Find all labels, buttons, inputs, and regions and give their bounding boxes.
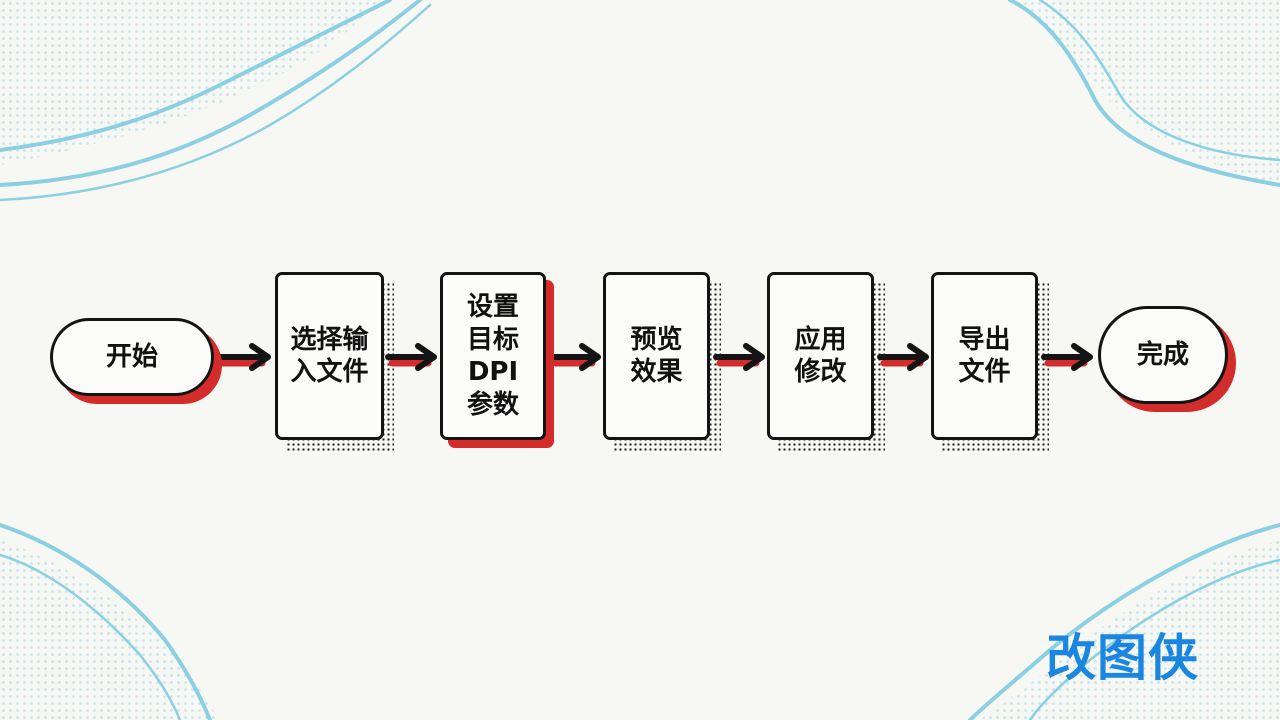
flow-node-select-input: 选择输 入文件	[275, 272, 384, 440]
flow-node-label: 导出 文件	[958, 324, 1010, 389]
flow-node-export: 导出 文件	[931, 272, 1038, 440]
flow-node-label: 设置 目标 DPI 参数	[467, 291, 519, 421]
flow-node-start: 开始	[50, 318, 214, 396]
flow-node-done: 完成	[1098, 306, 1228, 404]
flow-node-label: 完成	[1137, 339, 1189, 372]
brand-logo-text: 改图侠	[1046, 618, 1199, 690]
flow-node-set-dpi: 设置 目标 DPI 参数	[440, 272, 546, 440]
flow-node-label: 开始	[106, 341, 158, 374]
flow-node-label: 预览 效果	[630, 324, 682, 389]
flow-node-preview: 预览 效果	[603, 272, 710, 440]
flow-node-label: 应用 修改	[794, 324, 846, 389]
corner-dots-top-right	[1010, 0, 1280, 185]
flow-node-apply: 应用 修改	[767, 272, 874, 440]
flow-node-label: 选择输 入文件	[290, 324, 368, 389]
